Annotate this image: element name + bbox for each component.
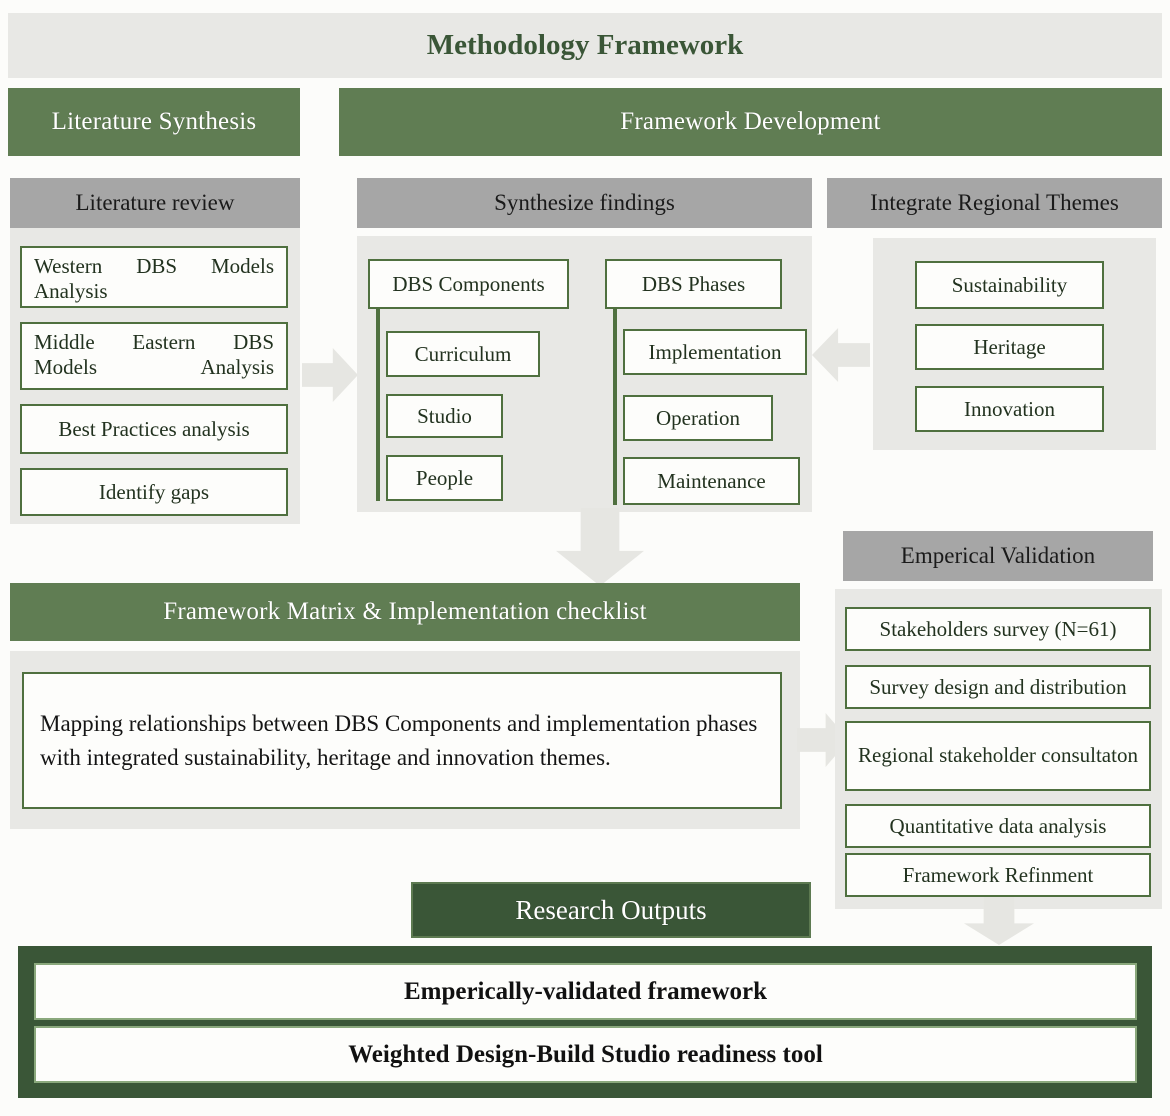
node-heritage: Heritage [915, 324, 1104, 370]
header-synthesize-findings: Synthesize findings [357, 178, 812, 228]
band-literature-synthesis: Literature Synthesis [8, 88, 300, 156]
node-people: People [386, 455, 503, 501]
band-research-outputs: Research Outputs [411, 882, 811, 938]
list-item-identify-gaps: Identify gaps [20, 468, 288, 516]
band-framework-matrix: Framework Matrix & Implementation checkl… [10, 583, 800, 641]
list-item-best-practices: Best Practices analysis [20, 404, 288, 454]
output-item-readiness-tool: Weighted Design-Build Studio readiness t… [34, 1026, 1137, 1083]
node-dbs-phases: DBS Phases [605, 259, 782, 309]
validation-item-quantitative-analysis: Quantitative data analysis [845, 804, 1151, 848]
list-item-middle-eastern-dbs: Middle Eastern DBS Models Analysis [20, 322, 288, 390]
header-literature-review: Literature review [10, 178, 300, 228]
header-integrate-regional-themes: Integrate Regional Themes [827, 178, 1162, 228]
output-item-empirically-validated-framework: Emperically-validated framework [34, 963, 1137, 1020]
header-emperical-validation: Emperical Validation [843, 531, 1153, 581]
matrix-description: Mapping relationships between DBS Compon… [22, 672, 782, 809]
node-operation: Operation [623, 395, 773, 441]
connector-dbs-phases [613, 307, 617, 505]
validation-item-survey-design: Survey design and distribution [845, 665, 1151, 709]
node-innovation: Innovation [915, 386, 1104, 432]
validation-item-regional-consultation: Regional stakeholder consultaton [845, 721, 1151, 791]
validation-item-stakeholders-survey: Stakeholders survey (N=61) [845, 607, 1151, 651]
node-sustainability: Sustainability [915, 261, 1104, 309]
node-dbs-components: DBS Components [368, 259, 569, 309]
arrow-right-icon [302, 348, 358, 402]
page-title: Methodology Framework [8, 13, 1162, 78]
arrow-left-icon [812, 328, 870, 382]
arrow-down-icon-to-matrix [556, 508, 644, 586]
node-curriculum: Curriculum [386, 331, 540, 377]
connector-dbs-components [376, 307, 380, 501]
node-implementation: Implementation [623, 329, 807, 375]
validation-item-framework-refinment: Framework Refinment [845, 853, 1151, 897]
list-item-western-dbs: Western DBS Models Analysis [20, 246, 288, 308]
band-framework-development: Framework Development [339, 88, 1162, 156]
node-studio: Studio [386, 394, 503, 438]
node-maintenance: Maintenance [623, 457, 800, 505]
